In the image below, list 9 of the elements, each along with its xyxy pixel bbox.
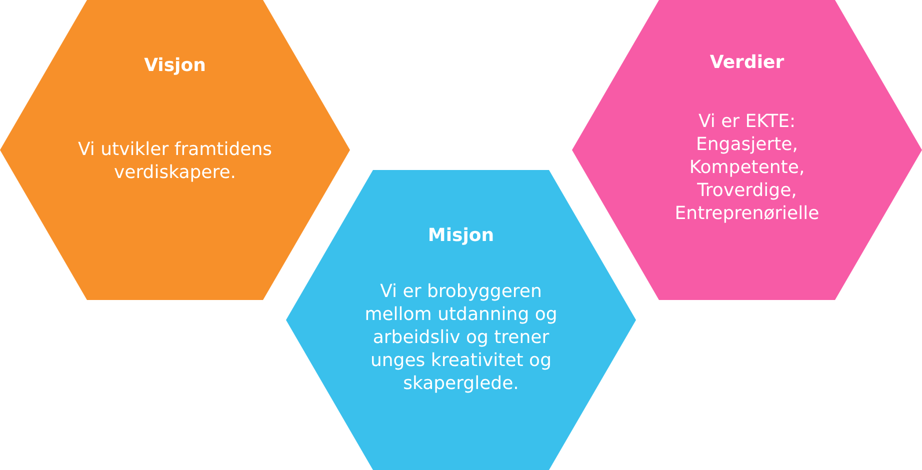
body-text: Vi er brobyggeren mellom utdanning og arbeidsliv og trener unges kreativitet og skaperglede. xyxy=(364,280,558,395)
heading: Misjon xyxy=(426,225,496,246)
hexagon xyxy=(572,0,922,300)
body-text: Vi utvikler framtidens verdiskapere. xyxy=(76,138,274,184)
hexagon xyxy=(0,0,350,300)
hexagon xyxy=(286,170,636,470)
body-text: Vi er EKTE: Engasjerte, Kompetente, Troverdige, Entreprenørielle xyxy=(674,110,820,225)
heading: Visjon xyxy=(143,55,207,76)
heading: Verdier xyxy=(708,52,786,73)
